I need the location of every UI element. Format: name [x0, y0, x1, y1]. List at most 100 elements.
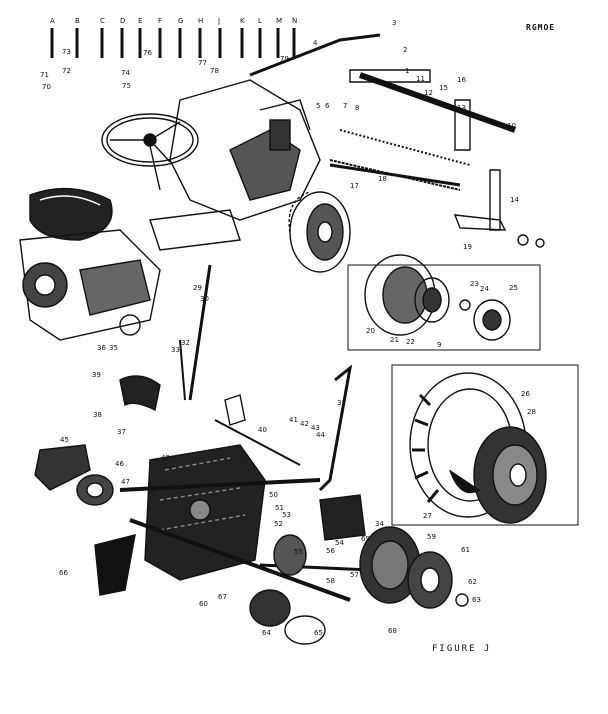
callout-number-53: 53 [282, 511, 291, 519]
callout-number-79: 79 [280, 55, 289, 63]
callout-number-14: 14 [510, 196, 519, 204]
callout-number-22: 22 [406, 338, 415, 346]
callout-number-7: 7 [343, 102, 348, 110]
callout-number-74: 74 [121, 69, 130, 77]
callout-number-48: 48 [147, 486, 156, 494]
callout-number-38: 38 [93, 411, 102, 419]
callout-number-28: 28 [527, 408, 536, 416]
bolt-letter-label: F [158, 17, 163, 25]
callout-number-41: 41 [289, 416, 298, 424]
transmission-assembly [119, 444, 371, 602]
callout-number-58: 58 [326, 577, 335, 585]
front-axle [249, 33, 545, 248]
callout-number-76: 76 [143, 49, 152, 57]
callout-number-59: 59 [427, 533, 436, 541]
left-brake-parts [34, 375, 161, 596]
callout-number-32: 32 [181, 339, 190, 347]
right-clutch-parts [249, 364, 469, 645]
callout-number-57: 57 [350, 571, 359, 579]
callout-number-23: 23 [470, 280, 479, 288]
callout-number-77: 77 [198, 59, 207, 67]
callout-number-10: 10 [507, 122, 516, 130]
callout-number-78: 78 [210, 67, 219, 75]
bolt-letter-label: A [50, 17, 55, 25]
callout-number-43: 43 [311, 424, 320, 432]
callout-number-73: 73 [62, 48, 71, 56]
callout-number-33: 33 [171, 346, 180, 354]
bolt-letter-label: E [138, 17, 143, 25]
front-wheel [288, 191, 351, 273]
callout-number-56: 56 [326, 547, 335, 555]
callout-number-49: 49 [161, 454, 170, 462]
callout-number-44: 44 [316, 431, 325, 439]
tractor-body [149, 79, 321, 251]
callout-number-15: 15 [439, 84, 448, 92]
figure-caption: FIGURE J [432, 644, 492, 654]
callout-number-70: 70 [42, 83, 51, 91]
callout-number-47: 47 [121, 478, 130, 486]
bolt-letter-label: K [240, 17, 245, 25]
callout-number-60: 60 [199, 600, 208, 608]
callout-number-51: 51 [275, 504, 284, 512]
callout-number-66: 66 [59, 569, 68, 577]
callout-number-61: 61 [461, 546, 470, 554]
callout-number-67: 67 [218, 593, 227, 601]
callout-number-64: 64 [262, 629, 271, 637]
callout-number-34: 34 [375, 520, 384, 528]
callout-number-19: 19 [463, 243, 472, 251]
callout-number-68: 68 [388, 627, 397, 635]
bolt-letter-label: D [120, 17, 126, 25]
callout-number-71: 71 [40, 71, 49, 79]
callout-number-45: 45 [60, 436, 69, 444]
callout-number-5: 5 [316, 102, 321, 110]
callout-number-4: 4 [313, 39, 318, 47]
callout-number-42: 42 [300, 420, 309, 428]
bolt-letter-label: J [218, 17, 221, 25]
bolt-letter-label: B [75, 17, 80, 25]
callout-number-1: 1 [405, 67, 410, 75]
callout-number-26: 26 [521, 390, 530, 398]
inset-front-wheel [347, 254, 541, 351]
callout-number-75: 75 [122, 82, 131, 90]
inset-rear-wheel [391, 364, 579, 526]
callout-number-55: 55 [294, 548, 303, 556]
callout-number-18: 18 [378, 175, 387, 183]
callout-number-65: 65 [314, 629, 323, 637]
callout-number-30: 30 [200, 295, 209, 303]
callout-number-37: 37 [117, 428, 126, 436]
steering-wheel [101, 113, 199, 191]
levers [179, 264, 301, 466]
bolt-letter-label: M [276, 17, 283, 25]
callout-number-46: 46 [115, 460, 124, 468]
callout-number-50: 50 [269, 491, 278, 499]
callout-number-13: 13 [457, 104, 466, 112]
callout-number-11: 11 [416, 75, 425, 83]
callout-number-25: 25 [509, 284, 518, 292]
callout-number-62: 62 [468, 578, 477, 586]
callout-number-12: 12 [424, 89, 433, 97]
seat-assembly [19, 187, 161, 341]
callout-number-52: 52 [274, 520, 283, 528]
callout-number-16: 16 [457, 76, 466, 84]
bolt-letter-label: H [198, 17, 204, 25]
callout-number-40: 40 [258, 426, 267, 434]
document-code: RGMOE [526, 23, 556, 32]
callout-number-9: 9 [437, 341, 442, 349]
callout-number-2: 2 [403, 46, 408, 54]
callout-number-8: 8 [355, 104, 360, 112]
callout-number-6: 6 [325, 102, 330, 110]
bolt-letter-label: L [258, 17, 262, 25]
callout-number-39: 39 [92, 371, 101, 379]
callout-number-54: 54 [335, 539, 344, 547]
bolt-letter-label: G [178, 17, 184, 25]
bolt-letter-label: C [100, 17, 105, 25]
callout-number-27: 27 [423, 512, 432, 520]
callout-number-17: 17 [350, 182, 359, 190]
bolt-letter-label: N [292, 17, 298, 25]
callout-number-31: 31 [337, 399, 346, 407]
callout-number-24: 24 [480, 285, 489, 293]
callout-number-63: 63 [472, 596, 481, 604]
callout-number-29: 29 [193, 284, 202, 292]
